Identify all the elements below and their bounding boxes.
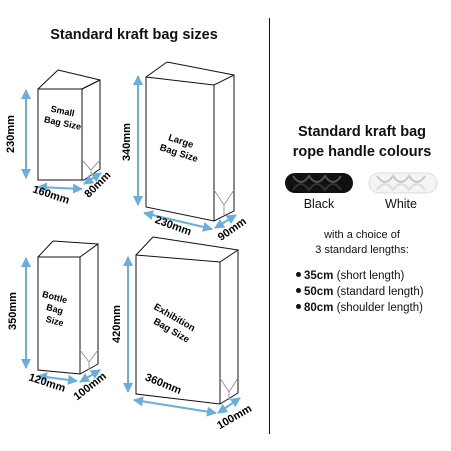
bottle-height-label: 350mm: [7, 292, 19, 330]
bottle-bag-name-3: Size: [45, 314, 65, 328]
length-choice-text: with a choice of 3 standard lengths:: [278, 228, 446, 258]
choice-line-1: with a choice of: [324, 229, 400, 241]
large-height-label: 340mm: [121, 123, 133, 161]
large-width-arrow: [143, 210, 213, 232]
length-item: 80cm (shoulder length): [296, 300, 446, 316]
large-depth-arrow: [214, 214, 237, 229]
rope-swatches: [285, 172, 438, 194]
bottle-bag: [37, 240, 99, 375]
bottle-bag-name-2: Bag: [45, 302, 64, 316]
vertical-divider: [269, 18, 270, 434]
large-depth-label: 90mm: [216, 215, 249, 243]
black-rope-swatch: [285, 173, 353, 193]
length-desc: (shoulder length): [336, 302, 423, 314]
right-title: Standard kraft bag rope handle colours: [276, 122, 448, 162]
small-height-label: 230mm: [5, 115, 17, 153]
large-bag: [145, 61, 235, 222]
right-title-line-2: rope handle colours: [292, 144, 432, 160]
small-depth-arrow: [83, 172, 102, 185]
length-desc: (short length): [336, 270, 405, 282]
large-width-label: 230mm: [153, 214, 193, 238]
bottle-depth-arrow: [79, 369, 101, 383]
bullet-icon: [296, 288, 301, 294]
choice-line-2: 3 standard lengths:: [315, 244, 409, 256]
exhibition-depth-label: 100mm: [215, 403, 254, 432]
small-bag-name-1: Small: [50, 104, 76, 119]
length-item: 35cm (short length): [296, 268, 446, 284]
small-width-arrow: [37, 182, 83, 194]
rope-label-black: Black: [303, 197, 335, 211]
length-item: 50cm (standard length): [296, 284, 446, 300]
bottle-width-label: 120mm: [27, 372, 67, 395]
rope-label-white: White: [385, 197, 417, 211]
length-list: 35cm (short length) 50cm (standard lengt…: [296, 268, 446, 316]
length-value: 50cm: [304, 286, 334, 298]
length-value: 35cm: [304, 270, 334, 282]
white-rope-swatch: [368, 172, 438, 194]
right-title-line-1: Standard kraft bag: [297, 124, 427, 140]
bullet-icon: [296, 304, 301, 310]
bullet-icon: [296, 272, 301, 278]
length-desc: (standard length): [336, 286, 424, 298]
exhibition-height-label: 420mm: [111, 305, 123, 343]
exhibition-bag: [135, 236, 239, 405]
bag-size-diagram: Small Bag Size 230mm 160mm 80mm Large Ba…: [5, 61, 254, 432]
exhibition-depth-arrow: [217, 397, 241, 414]
left-title: Standard kraft bag sizes: [50, 27, 218, 43]
exhibition-width-arrow: [133, 396, 217, 417]
length-value: 80cm: [304, 302, 334, 314]
bottle-width-arrow: [37, 372, 78, 385]
